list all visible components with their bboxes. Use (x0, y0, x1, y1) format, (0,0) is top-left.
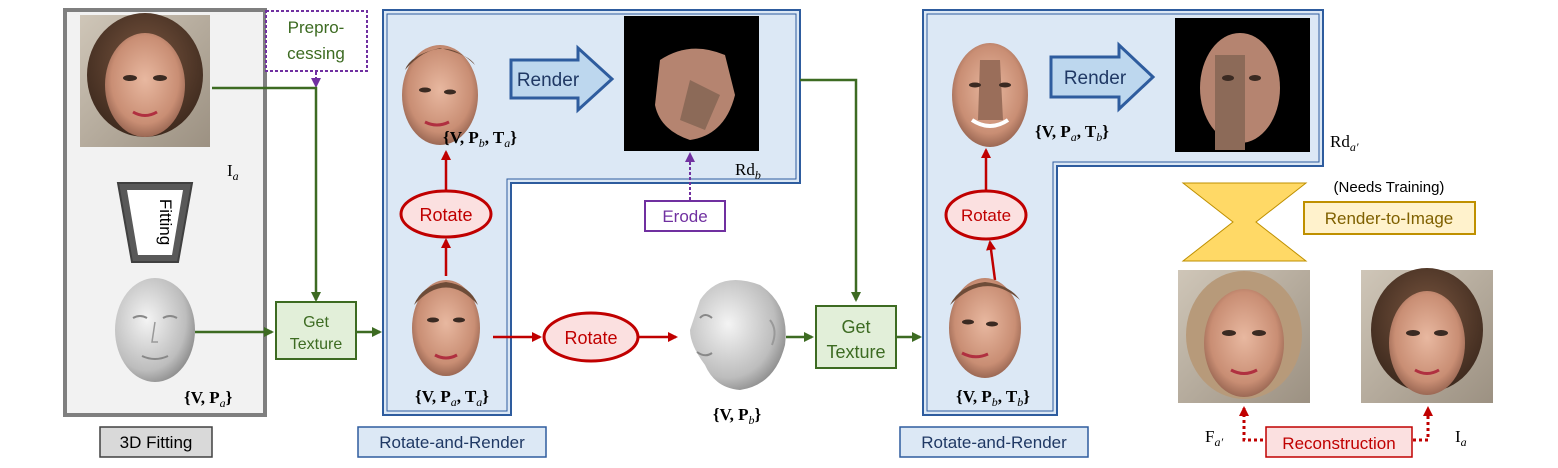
set-b-tb-label: {V, Pb, Tb} (956, 387, 1030, 409)
rr-label-2: Rotate-and-Render (921, 433, 1067, 452)
set-b-ta-label: {V, Pb, Ta} (443, 128, 517, 150)
f-a-prime-label: Fa′ (1205, 427, 1223, 449)
render-arrow-1: Render (509, 44, 615, 114)
preprocessing-label-2: cessing (287, 44, 345, 63)
rotate-ellipse-3 (944, 189, 1028, 241)
get-texture-2-line1: Get (841, 317, 870, 337)
reconstruction-box (1265, 426, 1413, 458)
rotated-textured-face-2 (949, 278, 1021, 378)
fitting-label: Fitting (156, 199, 175, 245)
rotate3-up-arrow-bottom (986, 240, 997, 281)
rd-a-prime-label: Rda′ (1330, 132, 1359, 154)
get-texture-box-1 (275, 301, 357, 360)
get-texture-2-line2: Texture (826, 342, 885, 362)
rr-label-box-1 (357, 426, 547, 458)
output-face-image (1178, 270, 1310, 403)
get-texture-1-line1: Get (303, 314, 329, 331)
rendered-image-rd-a-prime (1175, 18, 1310, 152)
rotated-textured-face-1 (402, 45, 478, 145)
rotated-3d-mesh (690, 280, 786, 390)
rotate-label-1: Rotate (419, 205, 472, 225)
rd-b-label: Rdb (735, 160, 761, 182)
get-texture-1-line2: Texture (290, 336, 343, 353)
erode-label: Erode (662, 207, 707, 226)
reconstruction-arrow-left (1239, 406, 1263, 442)
3d-mesh-face (115, 278, 195, 382)
render-to-image-label: Render-to-Image (1325, 209, 1454, 228)
input-image-label: Ia (227, 161, 239, 183)
fitting-block: Fitting (116, 182, 194, 263)
render-to-image-hourglass (1181, 182, 1308, 262)
set-a-tb-label: {V, Pa, Tb} (1035, 122, 1109, 144)
image-to-texture-arrow (212, 86, 321, 302)
i-a-output-label: Ia (1455, 427, 1467, 449)
needs-training-label: (Needs Training) (1334, 179, 1445, 196)
preprocessing-box (265, 10, 368, 72)
ground-truth-face-image (1361, 268, 1493, 403)
rotate-label-3: Rotate (961, 206, 1011, 225)
rotate-ellipse-1 (399, 189, 493, 239)
preprocessing-label-1: Prepro- (288, 18, 345, 37)
textured-frontal-face (412, 280, 480, 376)
mesh-set-label: {V, Pa} (184, 388, 233, 410)
erode-box (644, 200, 726, 232)
rr-label-box-2 (899, 426, 1089, 458)
render-to-image-box (1303, 201, 1476, 235)
render-label-2: Render (1064, 68, 1127, 89)
rr-label-1: Rotate-and-Render (379, 433, 525, 452)
frontal-face-with-artifacts (952, 43, 1028, 147)
set-a-ta-label: {V, Pa, Ta} (415, 387, 489, 409)
rendered-image-rd-b (624, 16, 759, 151)
render-arrow-2: Render (1049, 41, 1156, 113)
fitting-section-label: 3D Fitting (120, 433, 193, 452)
get-texture-box-2 (815, 305, 897, 369)
set-vpb-label: {V, Pb} (713, 405, 762, 427)
render-label-1: Render (517, 70, 580, 91)
rotate-label-2: Rotate (564, 328, 617, 348)
reconstruction-label: Reconstruction (1282, 434, 1395, 453)
input-face-image (80, 13, 210, 147)
fitting-section-box (99, 426, 213, 458)
rdb-to-texture-arrow (800, 78, 861, 302)
reconstruction-arrow-right (1413, 406, 1433, 442)
